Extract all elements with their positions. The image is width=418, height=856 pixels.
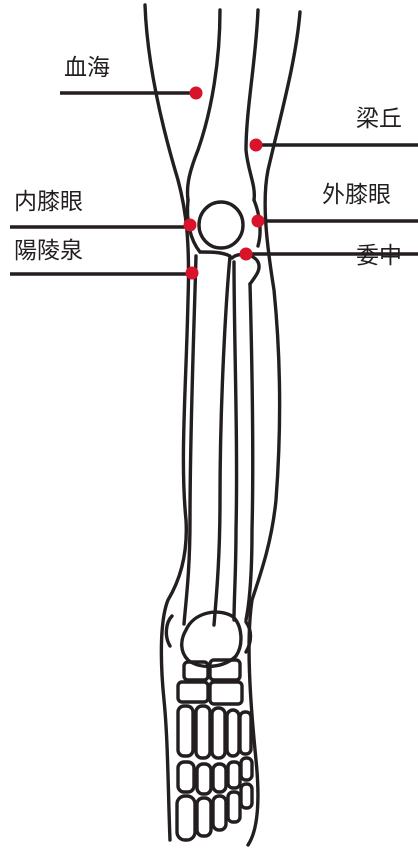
leg-outline-left: [145, 5, 189, 840]
point-neixiyan: [184, 219, 197, 232]
point-xuehai: [190, 87, 203, 100]
label-yanglingquan: 陽陵泉: [14, 240, 83, 263]
phalanx-1b: [177, 796, 195, 840]
femur-left-edge: [187, 10, 220, 200]
metatarsal-3: [212, 708, 225, 758]
talus: [182, 612, 241, 666]
label-liangqiu: 梁丘: [356, 108, 402, 131]
label-weizhong: 委中: [356, 245, 402, 268]
tibia-left-edge: [200, 252, 230, 625]
tarsal-3: [178, 682, 208, 702]
label-xuehai: 血海: [64, 57, 110, 80]
tarsal-4: [210, 682, 242, 704]
label-neixiyan: 内膝眼: [14, 191, 83, 214]
phalanx-1a: [178, 762, 194, 792]
phalanx-2b: [197, 798, 211, 836]
metatarsal-4: [227, 710, 239, 756]
metatarsal-1: [178, 706, 193, 756]
femur-right-edge: [246, 10, 258, 200]
phalanx-2a: [197, 764, 211, 794]
leg-outline-right: [248, 12, 300, 845]
point-yanglingquan: [186, 267, 199, 280]
metatarsal-5: [240, 712, 251, 754]
metatarsal-2: [196, 706, 210, 758]
phalanx-5b: [241, 784, 252, 808]
tibia-shaft-left: [184, 256, 196, 624]
phalanx-5a: [241, 758, 252, 780]
phalanx-4a: [228, 762, 240, 788]
phalanx-4b: [228, 792, 240, 822]
point-liangqiu: [250, 139, 263, 152]
fibula-right-edge: [246, 284, 253, 620]
phalanx-3a: [213, 764, 226, 792]
point-weizhong: [240, 248, 253, 261]
patella: [199, 202, 243, 248]
phalanx-3b: [213, 796, 226, 830]
fibula-left-edge: [234, 262, 237, 620]
ankle-knob-left: [166, 616, 172, 646]
label-waixiyan: 外膝眼: [322, 184, 391, 207]
point-waixiyan: [252, 215, 265, 228]
